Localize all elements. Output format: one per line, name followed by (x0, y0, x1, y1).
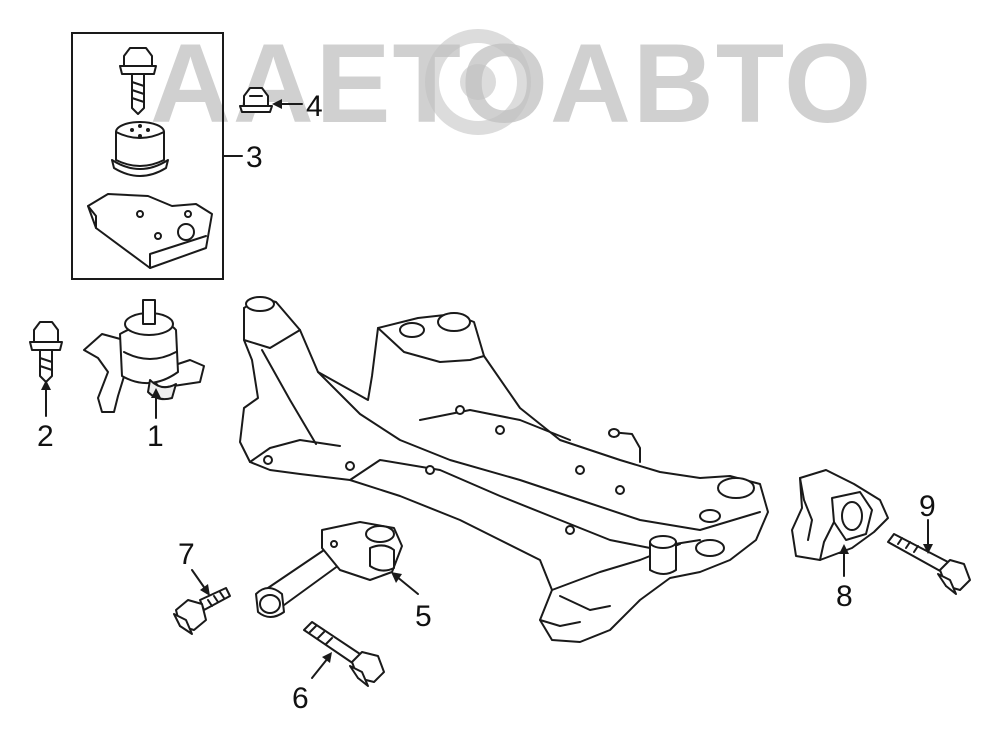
arrow-7-icon (200, 584, 210, 596)
callout-numbers: 1 2 3 4 5 6 7 8 9 (37, 90, 936, 715)
mount-bolt-part (29, 321, 63, 383)
callout-9: 9 (919, 490, 936, 523)
kit-bolt (119, 47, 157, 115)
arrow-8-icon (839, 544, 849, 554)
kit-bracket-plate (87, 193, 213, 269)
leader-6 (311, 657, 329, 679)
arrow-6-icon (322, 652, 332, 663)
kit-bushing (111, 121, 169, 177)
callout-1: 1 (147, 420, 164, 453)
callout-7: 7 (178, 538, 195, 571)
callout-3: 3 (246, 141, 263, 174)
engine-mount-part (83, 299, 205, 413)
arrow-2-icon (41, 380, 51, 390)
callout-6: 6 (292, 682, 309, 715)
arrow-4-icon (272, 99, 282, 109)
arrow-5-icon (391, 572, 402, 583)
transmission-mount-part (791, 469, 889, 561)
callout-4: 4 (306, 90, 323, 123)
flange-bolt-part (173, 587, 231, 635)
gear-icon (425, 29, 531, 135)
leader-5 (395, 575, 419, 595)
arrow-1-icon (151, 388, 161, 398)
watermark-text: AAETOABTO (150, 21, 873, 146)
nut-part (239, 87, 273, 113)
torque-rod-part (255, 521, 403, 618)
arrow-9-icon (923, 544, 933, 554)
callout-5: 5 (415, 600, 432, 633)
watermark: AAETOABTO (150, 21, 873, 146)
torque-rod-bolt-part (303, 621, 385, 687)
subframe-part (239, 296, 769, 643)
callout-8: 8 (836, 580, 853, 613)
transmission-mount-bolt-part (887, 533, 971, 595)
leader-7 (191, 569, 207, 591)
leader-lines (41, 99, 933, 679)
bracket-kit-group (71, 32, 224, 280)
callout-2: 2 (37, 420, 54, 453)
